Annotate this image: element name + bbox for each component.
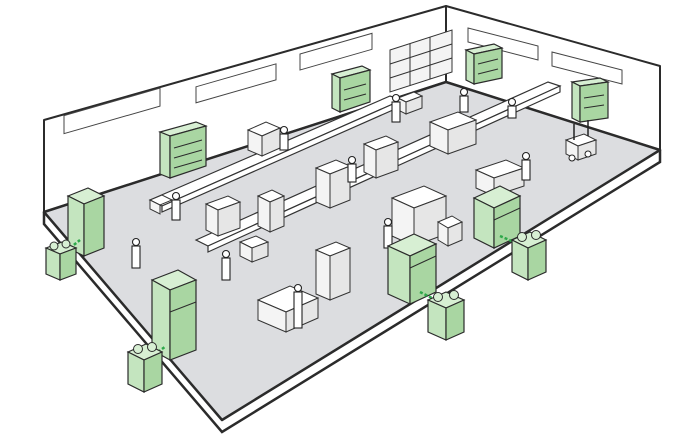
floor-unit-1 — [66, 187, 106, 257]
floor-unit-2 — [150, 269, 198, 362]
worker-11 — [293, 283, 303, 329]
worker-4 — [279, 125, 289, 151]
floor-front-edge — [42, 150, 662, 434]
machines — [148, 91, 526, 333]
worker-9 — [383, 217, 393, 249]
worker-1 — [131, 237, 141, 269]
worker-5 — [347, 155, 357, 183]
outdoor-unit-3 — [426, 290, 466, 341]
storage-shelf — [389, 29, 453, 93]
wall-unit-1 — [158, 121, 208, 179]
workers — [131, 87, 531, 329]
wall-unit-3 — [464, 43, 504, 85]
worker-10 — [521, 151, 531, 181]
worker-7 — [459, 87, 469, 113]
wall-unit-2 — [330, 65, 372, 113]
worker-3 — [171, 191, 181, 221]
outdoor-unit-4 — [510, 230, 548, 281]
worker-2 — [221, 249, 231, 281]
window-row-left — [63, 32, 373, 135]
wall-unit-4 — [570, 77, 610, 123]
outdoor-unit-1 — [44, 239, 78, 281]
outdoor-unit-2 — [126, 342, 164, 393]
floor-unit-3 — [386, 233, 438, 305]
worker-6 — [391, 93, 401, 123]
forklift — [564, 120, 598, 162]
floor-unit-4 — [472, 185, 522, 249]
worker-8 — [507, 97, 517, 119]
window-row-right — [467, 27, 623, 85]
